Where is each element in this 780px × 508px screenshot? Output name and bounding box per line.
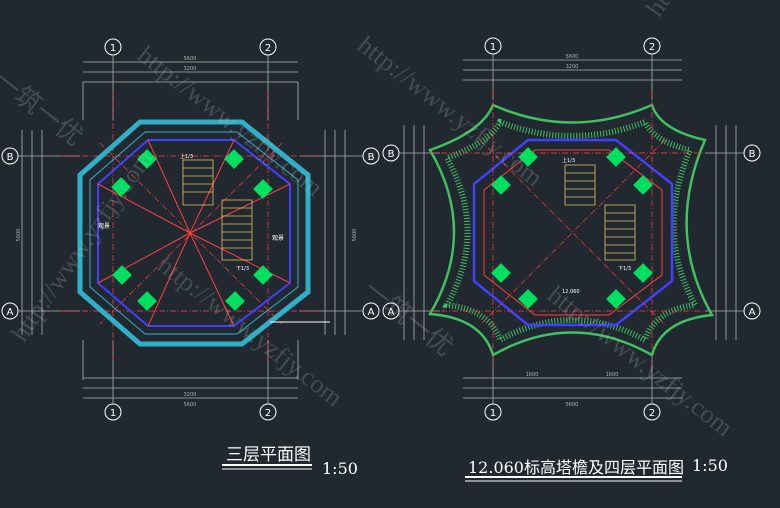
right-dim-total-top: 5600 xyxy=(566,54,579,60)
left-plan-title: 三层平面图 xyxy=(226,445,311,465)
right-outer-wall xyxy=(472,138,674,327)
left-dim-total-right: 5600 xyxy=(352,229,358,242)
left-dim-total-bottom: 5600 xyxy=(184,402,197,408)
right-label-up: 上1/3 xyxy=(562,157,575,164)
left-dim-bay-top: 3200 xyxy=(184,66,197,72)
column xyxy=(112,265,132,285)
left-label-up: 上1/3 xyxy=(180,153,193,160)
left-plan-scale: 1:50 xyxy=(322,459,358,478)
column xyxy=(111,177,131,197)
left-axis-label-A-left: A xyxy=(7,307,14,318)
left-axis-label-top-1: 1 xyxy=(110,43,116,54)
left-plan: 1 2 1 2 B A B A 5600 3200 xyxy=(1,38,380,421)
column xyxy=(633,263,653,283)
left-interior-beams xyxy=(97,139,291,327)
column xyxy=(225,291,245,311)
left-room-label-left: 观景 xyxy=(98,223,110,230)
left-dim-total-left: 5600 xyxy=(16,229,22,242)
left-columns xyxy=(111,149,273,311)
right-axis-label-bottom-1: 1 xyxy=(490,408,496,419)
left-axis-label-B-right: B xyxy=(368,152,375,163)
column xyxy=(253,265,273,285)
right-dimension-lines xyxy=(399,54,744,404)
column xyxy=(633,175,653,195)
right-plan-title: 12.060标高塔檐及四层平面图 xyxy=(468,458,684,477)
right-dim-total-bottom: 5600 xyxy=(566,402,579,408)
left-grid-axes xyxy=(60,90,320,360)
column xyxy=(137,291,157,311)
right-dim-bay-top: 3200 xyxy=(566,64,579,70)
right-dim-half-right: 1600 xyxy=(606,372,619,378)
left-stair xyxy=(182,159,253,261)
right-dim-half-left: 1600 xyxy=(526,372,539,378)
column xyxy=(606,289,626,309)
column xyxy=(253,179,273,199)
right-axis-label-B-right: B xyxy=(749,149,756,160)
right-inner-wall xyxy=(483,149,663,316)
left-dim-total-top: 5600 xyxy=(184,56,197,62)
left-outer-wall xyxy=(77,119,311,347)
right-axis-label-top-1: 1 xyxy=(490,42,496,53)
right-axis-label-top-2: 2 xyxy=(649,42,655,53)
left-axis-label-B-left: B xyxy=(7,152,14,163)
right-stair xyxy=(564,164,636,261)
left-room-label-right: 观景 xyxy=(272,235,284,242)
column xyxy=(491,263,511,283)
left-axis-label-top-2: 2 xyxy=(265,43,271,54)
left-axis-label-A-right: A xyxy=(368,307,375,318)
column xyxy=(518,289,538,309)
right-axis-label-A-left: A xyxy=(388,307,395,318)
right-grid-axes xyxy=(430,90,705,368)
right-axis-label-A-right: A xyxy=(749,307,756,318)
right-label-down: 下1/3 xyxy=(618,266,631,272)
left-dimension-bottom xyxy=(82,340,299,404)
left-label-down: 下1/3 xyxy=(236,266,249,272)
column xyxy=(224,149,244,169)
right-axis-label-B-left: B xyxy=(388,149,395,160)
title-underlines xyxy=(222,464,682,482)
right-plan-scale: 1:50 xyxy=(692,456,728,475)
left-axis-label-bottom-2: 2 xyxy=(265,408,271,419)
column xyxy=(137,149,157,169)
left-dim-bay-bottom: 3200 xyxy=(184,392,197,398)
left-axis-label-bottom-1: 1 xyxy=(110,408,116,419)
column xyxy=(491,175,511,195)
left-inner-wall xyxy=(89,131,299,335)
right-elevation-label: 12.060 xyxy=(562,289,580,295)
right-axis-label-bottom-2: 2 xyxy=(649,408,655,419)
